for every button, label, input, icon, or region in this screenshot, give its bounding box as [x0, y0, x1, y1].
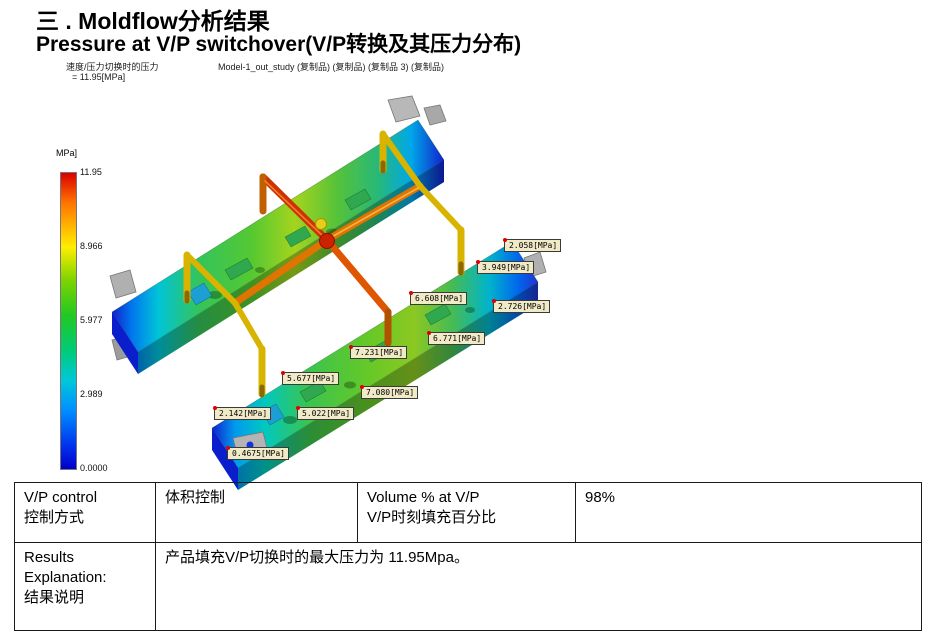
runner-branch — [232, 300, 265, 352]
probe-dot — [503, 238, 507, 242]
probe-label: 2.726[MPa] — [492, 299, 551, 313]
legend-caption-line2: = 11.95[MPa] — [72, 72, 126, 82]
runner-branch — [417, 183, 464, 233]
probe-dot — [281, 371, 285, 375]
runner-branch — [184, 252, 238, 306]
probe-dot — [296, 406, 300, 410]
probe-dot — [492, 299, 496, 303]
probe-label: 7.231[MPa] — [349, 345, 408, 359]
cell-volume-value: 98% — [575, 482, 922, 543]
probe-label: 6.771[MPa] — [427, 331, 486, 345]
summary-table: V/P control 控制方式 体积控制 Volume % at V/P V/… — [14, 482, 922, 631]
page-title: 三 . Moldflow分析结果 — [36, 8, 270, 34]
colorbar-unit: MPa] — [56, 148, 78, 158]
colorbar — [60, 172, 77, 470]
probe-dot — [427, 331, 431, 335]
probe-label: 7.080[MPa] — [360, 385, 419, 399]
probe-dot — [226, 446, 230, 450]
cell-results-value: 产品填充V/P切换时的最大压力为 11.95Mpa。 — [155, 542, 922, 631]
cell-vp-control-value: 体积控制 — [155, 482, 358, 543]
cell-volume-label: Volume % at V/P V/P时刻填充百分比 — [357, 482, 576, 543]
probe-dot — [213, 406, 217, 410]
page-subtitle: Pressure at V/P switchover(V/P转换及其压力分布) — [36, 33, 522, 56]
colorbar-tick: 2.989 — [80, 389, 103, 399]
cell-results-label: Results Explanation: 结果说明 — [14, 542, 156, 631]
probe-dot — [349, 345, 353, 349]
probe-label: 0.4675[MPa] — [226, 446, 289, 460]
probe-dot — [360, 385, 364, 389]
probe-label: 5.022[MPa] — [296, 406, 355, 420]
probe-dot — [476, 260, 480, 264]
probe-label: 6.608[MPa] — [409, 291, 468, 305]
colorbar-tick: 0.0000 — [80, 463, 108, 473]
probe-label: 5.677[MPa] — [281, 371, 340, 385]
runner-branch — [380, 131, 423, 189]
probe-label: 3.949[MPa] — [476, 260, 535, 274]
gate-ball — [315, 218, 327, 230]
colorbar-tick: 11.95 — [80, 167, 102, 177]
probe-dot — [409, 291, 413, 295]
colorbar-tick: 8.966 — [80, 241, 103, 251]
model-canvas — [109, 95, 547, 490]
probe-label: 2.058[MPa] — [503, 238, 562, 252]
probe-label: 2.142[MPa] — [213, 406, 272, 420]
legend-caption-line1: 速度/压力切换时的压力 — [66, 62, 159, 72]
sprue-ball — [319, 233, 335, 249]
cell-vp-control-label: V/P control 控制方式 — [14, 482, 156, 543]
model-study-caption: Model-1_out_study (复制品) (复制品) (复制品 3) (复… — [218, 62, 445, 72]
colorbar-tick: 5.977 — [80, 315, 103, 325]
